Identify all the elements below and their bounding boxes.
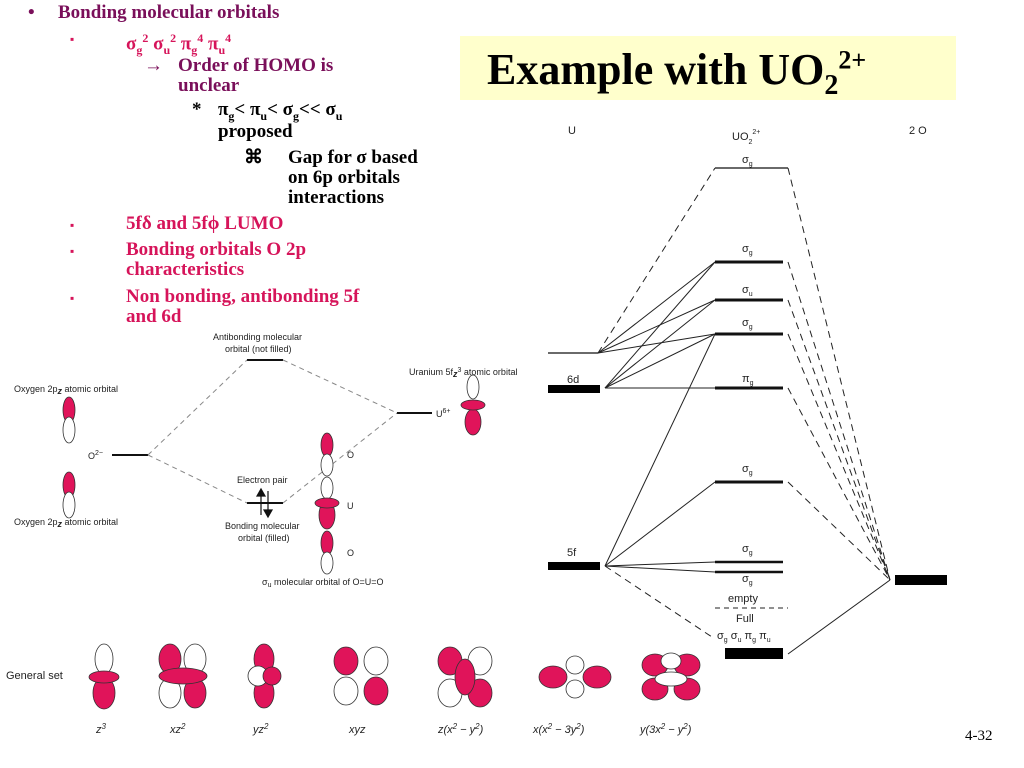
- svg-text:σg: σg: [742, 573, 753, 587]
- svg-text:σg: σg: [742, 463, 753, 477]
- bullet-marker: •: [28, 2, 35, 23]
- mo-correlation-lines: [597, 167, 891, 655]
- bullet-text: and 6d: [126, 306, 182, 327]
- oxygen-top-label: Oxygen 2pz atomic orbital: [14, 384, 118, 396]
- mo-energy-diagram: U UO22+ 2 O 6d 5f σg σg σu σg πg σg σg σ…: [548, 125, 947, 659]
- o2-minus-label: O2−: [88, 450, 103, 461]
- fz-x2-y2-orbital: [437, 646, 493, 708]
- antibonding-label: Antibonding molecular: [213, 332, 302, 342]
- orbital-label-xx23y2: x(x2 − 3y2): [532, 722, 585, 736]
- bullet-marker: ⌘: [244, 147, 263, 168]
- u-5f-level: [548, 562, 600, 570]
- o-label-2: O: [347, 548, 354, 558]
- fz3-orbital: [88, 643, 120, 710]
- bullet-text: interactions: [288, 187, 385, 208]
- uo2-mo-levels: [715, 167, 788, 574]
- electron-pair-arrows: [255, 487, 274, 519]
- bullet-text: on 6p orbitals: [288, 167, 400, 188]
- bullet-text: 5fδ and 5fϕ LUMO: [126, 213, 284, 234]
- svg-text:σu: σu: [742, 284, 753, 298]
- svg-text:πg: πg: [742, 373, 754, 387]
- electron-pair-label: Electron pair: [237, 475, 288, 485]
- bullet-marker: ▪: [70, 32, 75, 46]
- mo-level-labels: σg σg σu σg πg σg σg σg empty Full σg σu…: [717, 154, 771, 644]
- bullet-text: Order of HOMO is: [178, 55, 334, 76]
- bullet-4: * πg< πu< σg<< σu proposed: [192, 99, 342, 142]
- oxygen-bottom-label: Oxygen 2pz atomic orbital: [14, 517, 118, 529]
- bonding-label: Bonding molecular: [225, 521, 300, 531]
- bullet-8: ▪ Non bonding, antibonding 5f and 6d: [70, 287, 359, 327]
- bullet-1: • Bonding molecular orbitals: [28, 2, 279, 23]
- bullet-marker: →: [144, 55, 163, 76]
- u-label: U: [347, 501, 354, 511]
- empty-label: empty: [728, 593, 758, 605]
- slide-number: 4-32: [965, 728, 993, 744]
- bullet-7: ▪ Bonding orbitals O 2p characteristics: [70, 240, 306, 280]
- orbital-label-zx2y2: z(x2 − y2): [437, 722, 484, 736]
- bullet-text: Gap for σ based: [288, 147, 418, 168]
- correlation-lines: [147, 359, 398, 504]
- orbital-label-xyz: xyz: [348, 724, 366, 736]
- oxygen-top-orbital: [62, 396, 76, 444]
- bullet-text: Bonding molecular orbitals: [58, 2, 280, 23]
- orbital-label-yz2: yz2: [252, 722, 269, 736]
- level-5f-label: 5f: [567, 547, 577, 559]
- svg-text:σg: σg: [742, 154, 753, 168]
- oxygen-bottom-orbital: [62, 471, 76, 519]
- bullet-marker: *: [192, 99, 202, 120]
- bullet-text: proposed: [218, 121, 293, 142]
- f-orbital-general-set: General set: [6, 643, 701, 736]
- full-label: Full: [736, 613, 754, 625]
- svg-text:σg: σg: [742, 543, 753, 557]
- level-6d-label: 6d: [567, 374, 579, 386]
- uranium-orbital: [460, 374, 486, 436]
- homo-config: σg2 σu2 πg4 πu4: [126, 31, 232, 58]
- svg-text:σg: σg: [742, 243, 753, 257]
- bullet-marker: ▪: [70, 218, 75, 232]
- uranium-label: Uranium 5fz3 atomic orbital: [409, 367, 517, 379]
- bullet-5: ⌘ Gap for σ based on 6p orbitals interac…: [244, 147, 418, 208]
- full-mo-level: [725, 648, 783, 659]
- bullet-marker: ▪: [70, 291, 75, 305]
- column-u-label: U: [568, 125, 576, 137]
- bullet-text: characteristics: [126, 259, 245, 280]
- u-6d-level: [548, 385, 600, 393]
- bonding-label-2: orbital (filled): [238, 533, 290, 543]
- svg-text:σg: σg: [742, 317, 753, 331]
- bullet-6: ▪ 5fδ and 5fϕ LUMO: [70, 214, 283, 235]
- fy-3x2-y2-orbital: [641, 652, 701, 701]
- bullet-text: Bonding orbitals O 2p: [126, 239, 307, 260]
- sigma-caption: σu molecular orbital of O=U=O: [262, 577, 384, 589]
- bullet-text: unclear: [178, 75, 240, 96]
- title-background: [460, 36, 956, 100]
- orbital-label-y3x2y2: y(3x2 − y2): [639, 722, 692, 736]
- column-uo2-label: UO22+: [732, 129, 760, 146]
- sigma-bonding-diagram: Antibonding molecular orbital (not fille…: [14, 332, 517, 589]
- bullet-3: → Order of HOMO is unclear: [144, 55, 333, 96]
- full-levels-label: σg σu πg πu: [717, 630, 771, 644]
- fyz2-orbital: [247, 643, 282, 709]
- orbital-label-z3: z3: [95, 722, 107, 736]
- bullet-marker: ▪: [70, 244, 75, 258]
- fx-x2-3y2-orbital: [538, 655, 612, 699]
- bullet-text: Non bonding, antibonding 5f: [126, 286, 360, 307]
- page-title: Example with UO22+: [487, 45, 867, 101]
- o-label-1: O: [347, 450, 354, 460]
- bullet-2: ▪ σg2 σu2 πg4 πu4: [70, 28, 231, 57]
- order-relation: πg< πu< σg<< σu: [218, 99, 343, 123]
- sigma-u-orbital: [314, 432, 340, 575]
- antibonding-label-2: orbital (not filled): [225, 344, 292, 354]
- o-2p-level: [895, 575, 947, 585]
- u6-label: U6+: [436, 408, 450, 419]
- fxz2-orbital: [158, 643, 208, 709]
- fxyz-orbital: [333, 646, 389, 706]
- orbital-label-xz2: xz2: [169, 722, 186, 736]
- column-o-label: 2 O: [909, 125, 927, 137]
- general-set-label: General set: [6, 670, 63, 682]
